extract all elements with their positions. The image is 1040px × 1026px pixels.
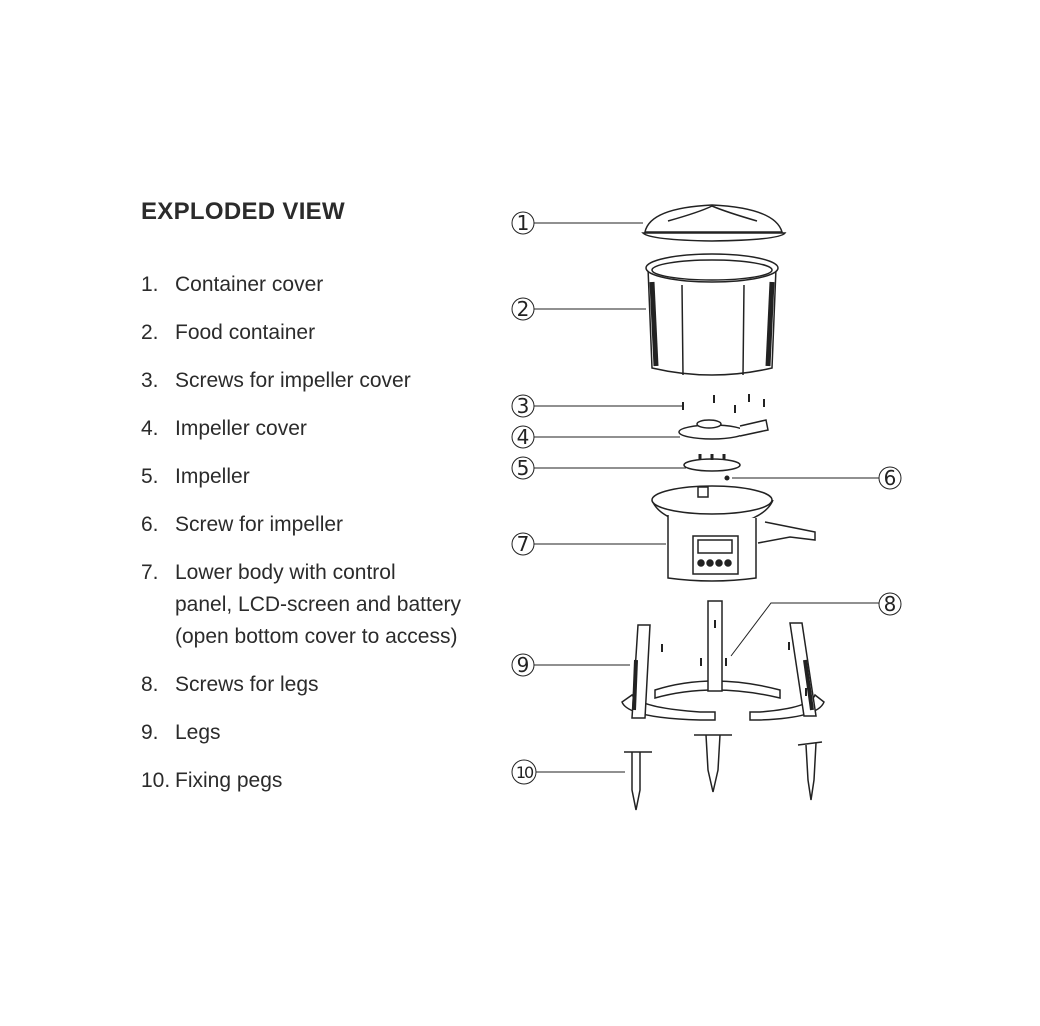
callout-7: 7 (511, 532, 535, 556)
svg-text:9: 9 (517, 653, 530, 677)
svg-text:7: 7 (517, 532, 530, 556)
callout-1: 1 (511, 211, 535, 235)
item-label: Screws for impeller cover (175, 369, 411, 392)
svg-text:10: 10 (516, 763, 534, 782)
item-number: 5. (141, 465, 159, 488)
svg-text:4: 4 (517, 425, 530, 449)
lower-body (651, 485, 816, 582)
item-number: 4. (141, 417, 159, 440)
svg-text:1: 1 (517, 211, 530, 235)
impeller (683, 454, 741, 481)
item-number: 7. (141, 561, 159, 584)
item-label: Lower body with control panel, LCD-scree… (175, 561, 461, 648)
item-label: Food container (175, 321, 316, 344)
item-label: Impeller (175, 465, 250, 488)
list-item: 2. Food container (141, 318, 501, 366)
callout-6: 6 (878, 466, 902, 490)
item-number: 2. (141, 321, 159, 344)
callout-2: 2 (511, 297, 535, 321)
svg-text:5: 5 (517, 456, 530, 480)
page-title: EXPLODED VIEW (141, 198, 345, 225)
svg-text:8: 8 (884, 592, 897, 616)
item-label: Screw for impeller (175, 513, 344, 536)
impeller-cover (678, 419, 769, 440)
fixing-pegs (624, 734, 823, 811)
callout-4: 4 (511, 425, 535, 449)
container-cover (641, 204, 787, 242)
list-item: 8. Screws for legs (141, 670, 501, 718)
item-number: 9. (141, 721, 159, 744)
list-item: 4. Impeller cover (141, 414, 501, 462)
legs (621, 600, 825, 721)
list-item: 9. Legs (141, 718, 501, 766)
list-item: 10.Fixing pegs (141, 766, 501, 814)
item-label: Impeller cover (175, 417, 307, 440)
item-label: Fixing pegs (175, 769, 283, 792)
impeller-cover-screws (682, 394, 765, 413)
svg-text:6: 6 (884, 466, 897, 490)
svg-text:2: 2 (517, 297, 530, 321)
item-number: 8. (141, 673, 159, 696)
callout-10: 10 (511, 759, 537, 785)
parts-list: 1. Container cover 2. Food container 3. Scr… (141, 270, 501, 814)
list-item: 6. Screw for impeller (141, 510, 501, 558)
food-container (645, 253, 779, 376)
list-item: 5. Impeller (141, 462, 501, 510)
item-number: 6. (141, 513, 159, 536)
callout-8: 8 (878, 592, 902, 616)
list-item: 3. Screws for impeller cover (141, 366, 501, 414)
item-number: 10. (141, 769, 171, 792)
item-label: Container cover (175, 273, 324, 296)
callout-5: 5 (511, 456, 535, 480)
callout-9: 9 (511, 653, 535, 677)
svg-text:3: 3 (517, 394, 530, 418)
leader-lines (534, 222, 879, 773)
list-item: 1. Container cover (141, 270, 501, 318)
item-label: Screws for legs (175, 673, 319, 696)
item-number: 3. (141, 369, 159, 392)
list-item: 7. Lower body with control panel, LCD-scr… (141, 558, 501, 670)
item-number: 1. (141, 273, 159, 296)
callout-3: 3 (511, 394, 535, 418)
impeller-screw (724, 475, 730, 481)
item-label: Legs (175, 721, 221, 744)
